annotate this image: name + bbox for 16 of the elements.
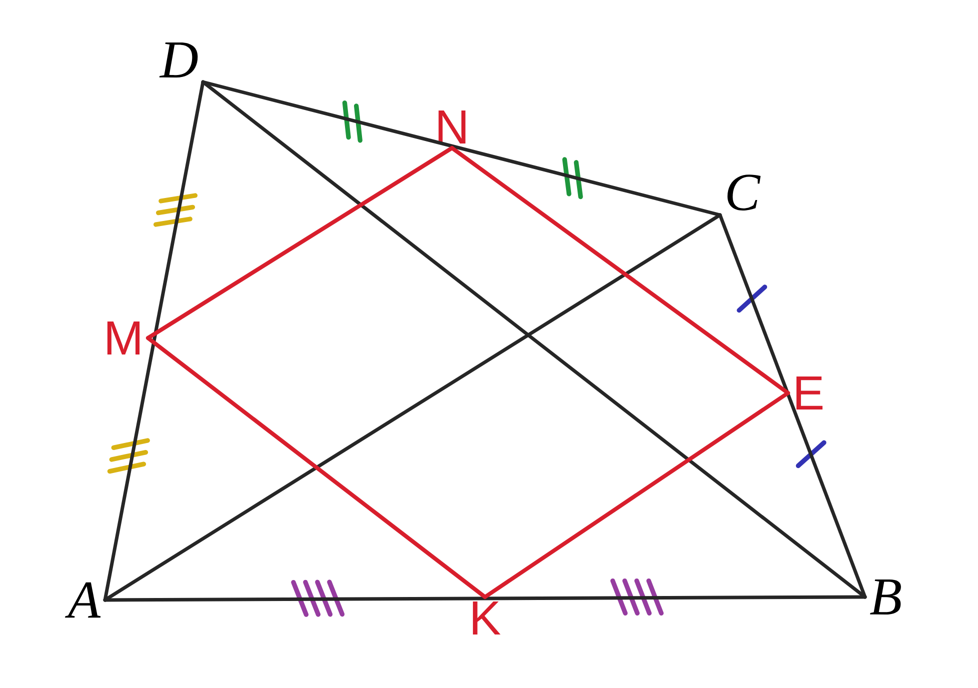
point-label: B xyxy=(870,579,901,615)
line-segment xyxy=(146,146,454,340)
point-label: K xyxy=(472,602,500,635)
line-segment xyxy=(718,213,867,599)
line-segment xyxy=(103,80,205,602)
point-label: D xyxy=(159,42,198,78)
point-label: M xyxy=(107,322,140,354)
point-label: N xyxy=(438,110,466,144)
line-segment xyxy=(450,146,790,395)
point-label: E xyxy=(796,376,822,410)
point-label: C xyxy=(728,174,761,210)
line-segment xyxy=(483,391,790,599)
line-segment xyxy=(201,80,867,599)
line-segment xyxy=(103,213,722,602)
point-label: A xyxy=(65,582,101,618)
line-segment xyxy=(146,336,487,599)
